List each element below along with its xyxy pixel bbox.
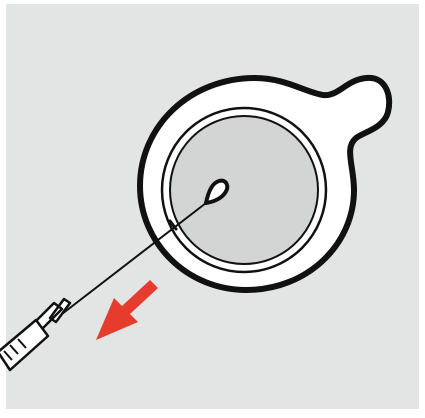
rubber-septum-icon <box>170 116 318 264</box>
